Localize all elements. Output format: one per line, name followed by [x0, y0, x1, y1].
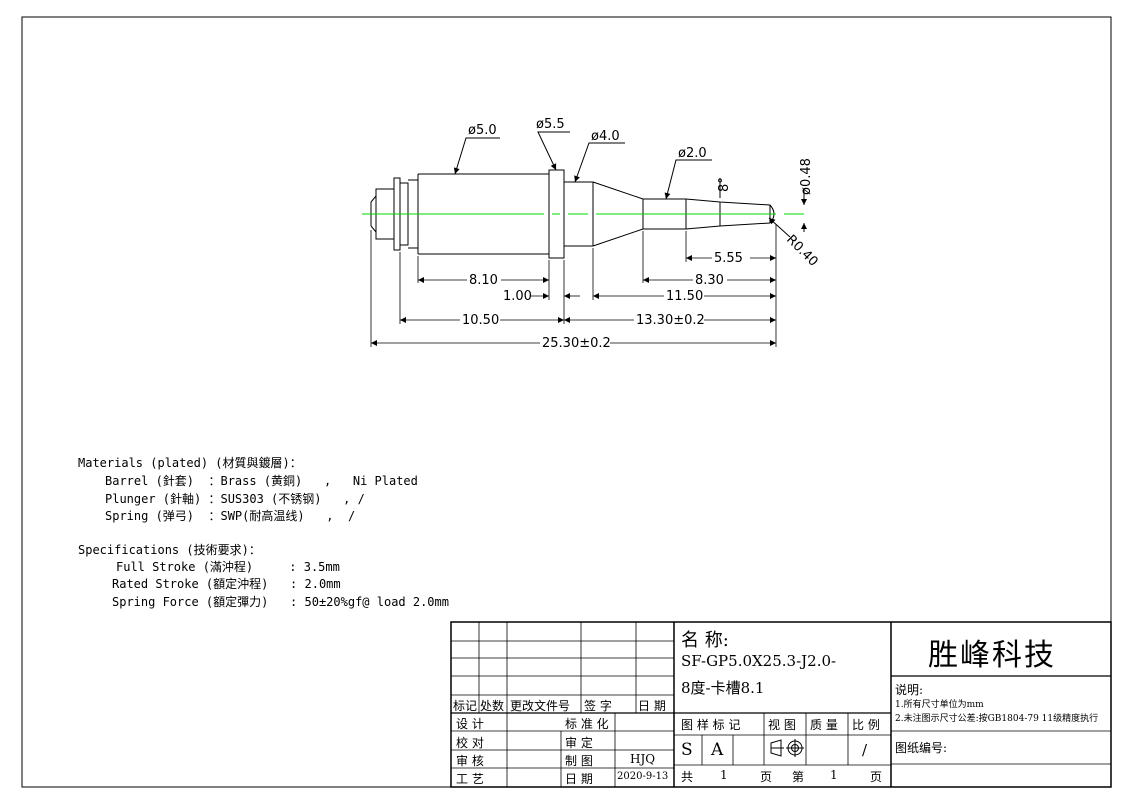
label-standardize: 标 准 化 — [565, 717, 609, 731]
dim-tip-radius: R0.40 — [783, 232, 820, 269]
materials-heading: Materials (plated) (材質與鍍層)： — [78, 456, 302, 470]
dim-total-length: 25.30±0.2 — [542, 336, 611, 351]
title-block-grid — [450, 621, 1112, 788]
note-units: 1.所有尺寸单位为mm — [895, 700, 984, 710]
rev-header-date: 日 期 — [638, 699, 666, 713]
view-label: 视 图 — [768, 718, 796, 732]
label-date: 日 期 — [565, 772, 593, 786]
specs-spring-force: Spring Force (額定彈力) : 50±20%gf@ load 2.0… — [112, 595, 449, 609]
dimension-labels: ø5.0 ø5.5 ø4.0 ø2.0 8° ø0.48 R0.40 5.55 … — [460, 117, 821, 351]
sheet-number-value: 1 — [830, 768, 838, 782]
stage-s: S — [681, 740, 693, 760]
dim-11-50: 11.50 — [666, 289, 703, 304]
materials-plunger: Plunger (針軸) ：SUS303 (不锈钢) , / — [105, 492, 365, 506]
part-name-line2: 8度-卡槽8.1 — [681, 679, 765, 697]
specs-heading: Specifications (技術要求)： — [78, 543, 261, 557]
stage-label: 图 样 标 记 — [681, 718, 741, 732]
dim-taper-angle: 8° — [717, 177, 732, 192]
label-approve: 审 定 — [565, 736, 593, 750]
scale-value: / — [862, 741, 868, 759]
label-process: 工 艺 — [456, 772, 484, 786]
dim-plunger-diameter: ø4.0 — [591, 129, 620, 144]
dim-tip-diameter: ø0.48 — [799, 158, 814, 195]
mass-label: 质 量 — [810, 718, 838, 732]
dimension-lines — [371, 255, 776, 346]
dim-barrel-diameter: ø5.0 — [468, 123, 497, 138]
dim-5-55: 5.55 — [714, 251, 743, 266]
part-name-line1: SF-GP5.0X25.3-J2.0- — [681, 652, 837, 670]
drawn-by-value: HJQ — [630, 752, 656, 766]
sheet-total-label: 共 — [681, 770, 694, 784]
dim-8-30: 8.30 — [695, 273, 724, 288]
label-drawn: 制 图 — [565, 754, 593, 768]
leader-lines — [453, 131, 807, 238]
dim-flange-diameter: ø5.5 — [536, 117, 565, 132]
note-tolerance: 2.未注图示尺寸公差:按GB1804-79 11级精度执行 — [895, 714, 1099, 724]
stage-a: A — [711, 740, 724, 760]
part-name-label: 名 称: — [681, 630, 729, 651]
dim-1-00: 1.00 — [503, 289, 532, 304]
sheet-total-unit: 页 — [760, 770, 773, 784]
rev-header-sign: 签 字 — [584, 699, 612, 713]
specs-full-stroke: Full Stroke (滿沖程) : 3.5mm — [116, 560, 340, 574]
sheet-number-unit: 页 — [870, 770, 883, 784]
label-check: 校 对 — [456, 736, 484, 750]
label-review: 审 核 — [456, 754, 484, 768]
rev-header-doc: 更改文件号 — [510, 699, 571, 713]
specs-rated-stroke: Rated Stroke (額定沖程) : 2.0mm — [112, 577, 341, 591]
dim-8-10: 8.10 — [469, 273, 498, 288]
sheet-number-label: 第 — [792, 770, 805, 784]
scale-label: 比 例 — [852, 718, 880, 732]
date-value: 2020-9-13 — [617, 771, 669, 782]
notes-title: 说明: — [895, 683, 924, 697]
company-name: 胜峰科技 — [928, 638, 1056, 673]
materials-barrel: Barrel (針套) ：Brass (黄銅) , Ni Plated — [105, 474, 418, 488]
materials-spring: Spring (弹弓) ：SWP(耐高温线) , / — [105, 509, 356, 523]
label-design: 设 计 — [456, 717, 484, 731]
rev-header-count: 处数 — [480, 699, 505, 713]
drawing-number-label: 图纸编号: — [895, 741, 948, 755]
rev-header-mark: 标记 — [453, 699, 478, 713]
sheet-total-value: 1 — [720, 768, 728, 782]
dim-10-50: 10.50 — [462, 313, 499, 328]
dim-shaft-diameter: ø2.0 — [678, 146, 707, 161]
projection-symbol-icon — [770, 739, 804, 757]
dim-13-30: 13.30±0.2 — [636, 313, 705, 328]
extension-lines — [370, 224, 777, 347]
